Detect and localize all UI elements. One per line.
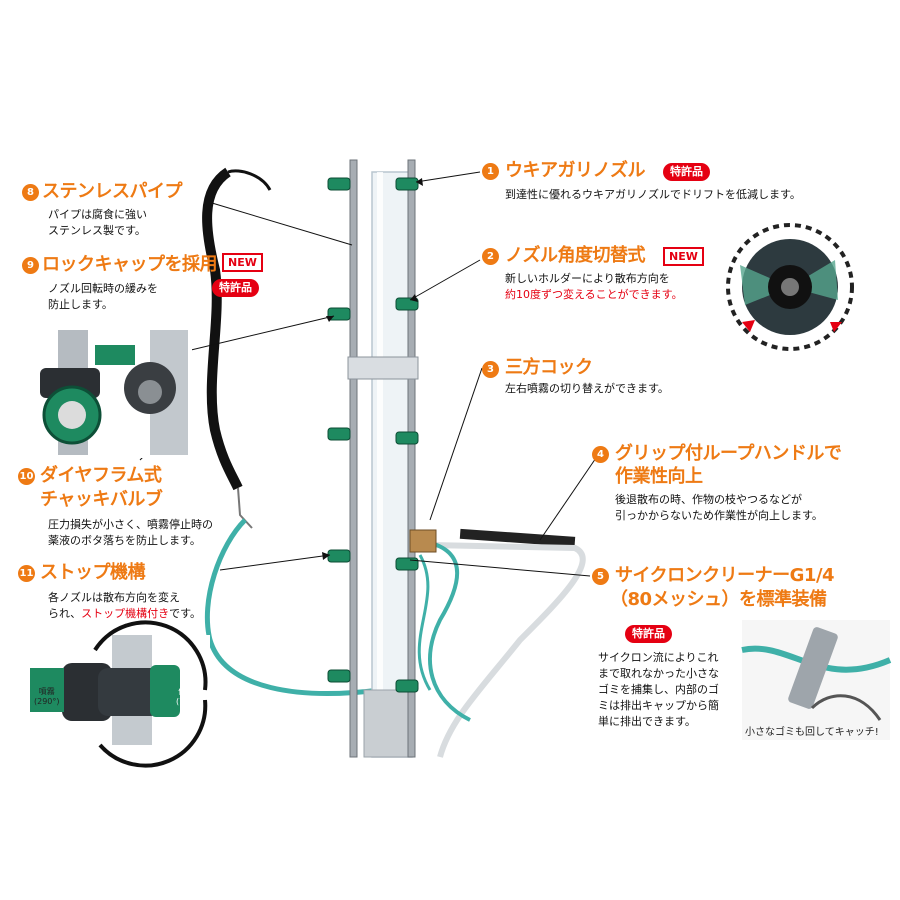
spray-degree: (290°) [34,697,60,706]
feature-5-title-line-2: （80メッシュ）を標準装備 [610,589,827,610]
feature-10-title-line-1: ダイヤフラム式 [40,465,162,486]
nozzle-angle-dial [726,223,854,351]
spray-label: 噴霧 [38,687,55,696]
feature-9-desc-line-1: ノズル回転時の緩みを [48,282,158,295]
feature-11-desc-line-2: られ、ストップ機構付きです。 [48,606,201,622]
feature-4-desc-line-1: 後退散布の時、作物の枝やつるなどが [615,493,802,506]
feature-5-desc-line-1: サイクロン流によりこれ [598,651,719,664]
feature-4-title-line-2: 作業性向上 [615,466,703,487]
stainless-pipe-right [407,159,416,758]
cyclone-photo-caption: 小さなゴミも回してキャッチ! [745,727,879,738]
feature-8-desc-line-2: ステンレス製です。 [48,224,146,237]
feature-2-number: 2 [482,248,499,265]
feature-11-number: 11 [18,565,35,582]
feature-9-desc-line-2: 防止します。 [48,298,113,311]
feature-4-desc-line-2: 引っかからないため作業性が向上します。 [615,509,823,522]
lock-cap-photo [40,328,192,458]
feature-10-title-line-2: チャッキバルブ [40,489,163,510]
feature-5-desc-line-4: ミは排出キャップから簡 [598,699,719,712]
feature-8-desc-line-1: パイプは腐食に強い [48,208,147,221]
stop-mechanism-photo [30,620,210,768]
feature-5-number: 5 [592,568,609,585]
feature-9-number: 9 [22,257,39,274]
feature-2-desc-line-1: 新しいホルダーにより散布方向を [505,272,670,285]
feature-11-desc-b: られ、 [48,607,82,620]
stop-position-label: 停止(70°) [176,687,196,707]
feature-11-desc-c: です。 [169,607,202,620]
feature-4-number: 4 [592,446,609,463]
feature-11-desc-line-1: 各ノズルは散布方向を変え [48,591,180,604]
feature-5-patent-badge: 特許品 [625,625,672,643]
feature-1-desc: 到達性に優れるウキアガリノズルでドリフトを低減します。 [505,188,801,201]
loop-handle [429,542,586,758]
feature-2-title: ノズル角度切替式 [505,245,646,266]
hose-left [204,518,381,696]
feature-9-title: ロックキャップを採用 [42,254,218,275]
spray-position-label: 噴霧(290°) [34,687,60,707]
feature-5-desc-line-2: まで取れなかった小さな [598,667,719,680]
feature-1-title: ウキアガリノズル [505,160,646,181]
stop-label: 停止 [178,687,195,696]
feature-3-title: 三方コック [505,357,593,378]
shoulder-strap [202,167,243,491]
feature-9-new-badge: NEW [222,253,263,272]
feature-2-desc-line-2: 約10度ずつ変えることができます。 [505,288,683,301]
feature-10-desc-line-1: 圧力損失が小さく、噴霧停止時の [48,518,213,531]
feature-2-new-badge: NEW [663,247,704,266]
feature-3-number: 3 [482,361,499,378]
feature-1-patent-badge: 特許品 [663,163,710,181]
feature-5-desc-line-5: 単に排出できます。 [598,715,696,728]
feature-3-desc: 左右噴霧の切り替えができます。 [505,382,669,395]
loop-handle-grip [459,528,576,547]
feature-5-desc-line-3: ゴミを捕集し、内部のゴ [598,683,719,696]
feature-8-number: 8 [22,184,39,201]
stainless-pipe-left [349,159,358,758]
feature-10-number: 10 [18,468,35,485]
feature-1-number: 1 [482,163,499,180]
feature-11-desc-red: ストップ機構付き [81,607,170,620]
stop-degree: (70°) [176,697,197,706]
feature-10-desc-line-2: 薬液のボタ落ちを防止します。 [48,534,201,547]
feature-4-title-line-1: グリップ付ループハンドルで [615,443,842,464]
feature-11-title: ストップ機構 [40,562,146,583]
cyclone-cleaner-photo [741,620,892,740]
feature-8-title: ステンレスパイプ [42,181,183,202]
feature-9-patent-badge: 特許品 [212,279,259,297]
feature-5-title-line-1: サイクロンクリーナーG1/4 [615,565,835,586]
